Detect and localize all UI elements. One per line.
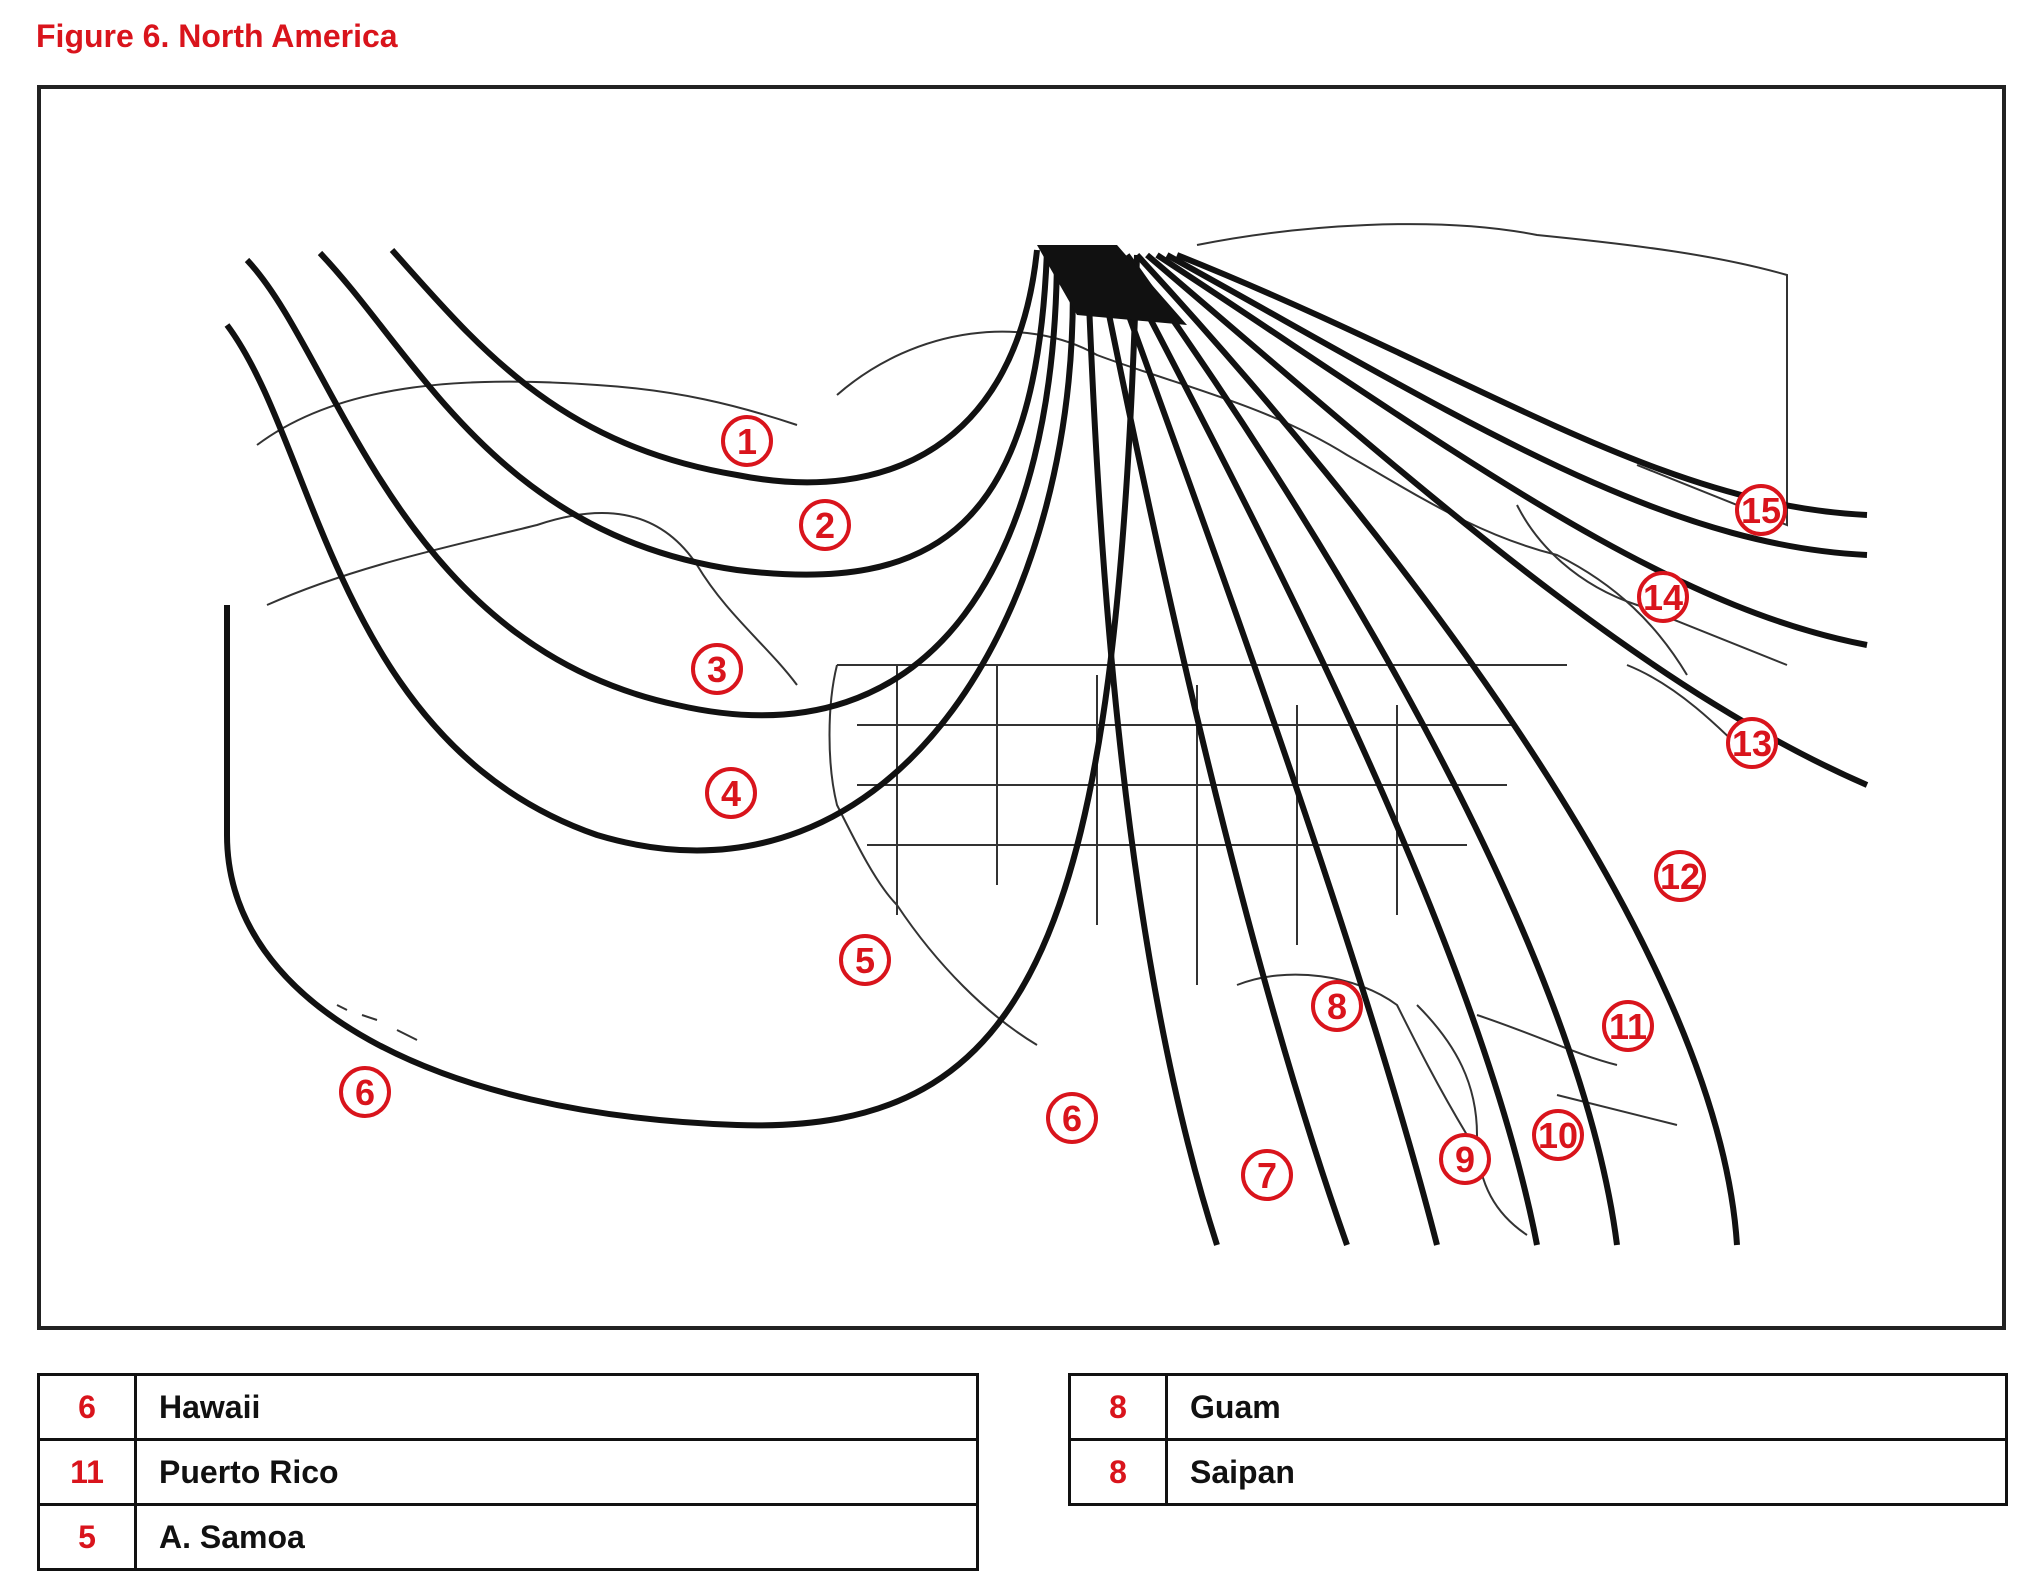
zone-label-11: 11: [1602, 1000, 1654, 1052]
map-frame: [37, 85, 2006, 1330]
legend-zone-number: 11: [37, 1438, 137, 1506]
svg-text:4: 4: [721, 773, 741, 814]
north-pole-convergence: [1037, 245, 1187, 325]
zone-label-15: 15: [1735, 484, 1787, 536]
zone-label-10: 10: [1532, 1109, 1584, 1161]
zone-label-4: 4: [705, 767, 757, 819]
legend-location-name: Saipan: [1165, 1438, 2008, 1506]
zone-label-14: 14: [1637, 571, 1689, 623]
svg-text:8: 8: [1327, 986, 1347, 1027]
svg-text:9: 9: [1455, 1139, 1475, 1180]
zone-line: [389, 247, 1040, 486]
zone-line: [224, 254, 1076, 854]
zone-line: [1124, 253, 1620, 1246]
zone-labels: 1 2 3 4 5 6 6 7 8 9 10 11 12 13 14 15: [339, 415, 1787, 1201]
zone-label-2: 2: [799, 499, 851, 551]
svg-text:11: 11: [1609, 1006, 1647, 1047]
legend-location-name: Guam: [1165, 1373, 2008, 1441]
legend-zone-number: 6: [37, 1373, 137, 1441]
legend-location-name: Puerto Rico: [134, 1438, 979, 1506]
svg-text:12: 12: [1660, 856, 1700, 897]
svg-text:7: 7: [1257, 1155, 1277, 1196]
legend-location-name: Hawaii: [134, 1373, 979, 1441]
legend-row: 5 A. Samoa: [37, 1503, 979, 1571]
svg-text:13: 13: [1732, 723, 1772, 764]
coastlines: [256, 223, 1788, 1236]
legend-row: 8 Guam: [1068, 1373, 2008, 1441]
legend-row: 11 Puerto Rico: [37, 1438, 979, 1506]
zone-line: [1155, 252, 1868, 648]
svg-text:6: 6: [1062, 1098, 1082, 1139]
zone-label-5: 5: [839, 934, 891, 986]
legend-table-left: 6 Hawaii 11 Puerto Rico 5 A. Samoa: [37, 1373, 979, 1571]
zone-line: [1084, 254, 1220, 1246]
zone-line: [1114, 253, 1540, 1246]
svg-text:14: 14: [1643, 577, 1683, 618]
zone-line: [224, 254, 1140, 1129]
zone-line: [1104, 253, 1440, 1246]
zone-line: [317, 249, 1050, 578]
legend-row: 8 Saipan: [1068, 1438, 2008, 1506]
zone-label-6-hawaii: 6: [339, 1066, 391, 1118]
legend-zone-number: 8: [1068, 1438, 1168, 1506]
legend-row: 6 Hawaii: [37, 1373, 979, 1441]
zone-line: [1175, 252, 1868, 518]
svg-text:1: 1: [737, 421, 757, 462]
zone-label-3: 3: [691, 643, 743, 695]
zone-label-13: 13: [1726, 717, 1778, 769]
svg-text:5: 5: [855, 940, 875, 981]
figure-title: Figure 6. North America: [36, 18, 398, 54]
zone-label-1: 1: [721, 415, 773, 467]
zone-line: [244, 249, 1060, 719]
svg-text:6: 6: [355, 1072, 375, 1113]
zone-line: [1094, 254, 1350, 1247]
zone-boundary-lines: [224, 247, 1869, 1247]
svg-text:10: 10: [1538, 1115, 1578, 1156]
svg-text:3: 3: [707, 649, 727, 690]
zone-label-12: 12: [1654, 850, 1706, 902]
zone-label-7: 7: [1241, 1149, 1293, 1201]
svg-text:15: 15: [1741, 490, 1781, 531]
zone-line: [1134, 252, 1740, 1246]
legend-table-right: 8 Guam 8 Saipan: [1068, 1373, 2008, 1506]
zone-label-8: 8: [1311, 980, 1363, 1032]
legend-zone-number: 5: [37, 1503, 137, 1571]
zone-map: 1 2 3 4 5 6 6 7 8 9 10 11 12 13 14 15: [224, 223, 1869, 1247]
zone-label-9: 9: [1439, 1133, 1491, 1185]
svg-text:2: 2: [815, 505, 835, 546]
legend-location-name: A. Samoa: [134, 1503, 979, 1571]
zone-label-6: 6: [1046, 1092, 1098, 1144]
legend-zone-number: 8: [1068, 1373, 1168, 1441]
zone-line: [1165, 252, 1868, 558]
